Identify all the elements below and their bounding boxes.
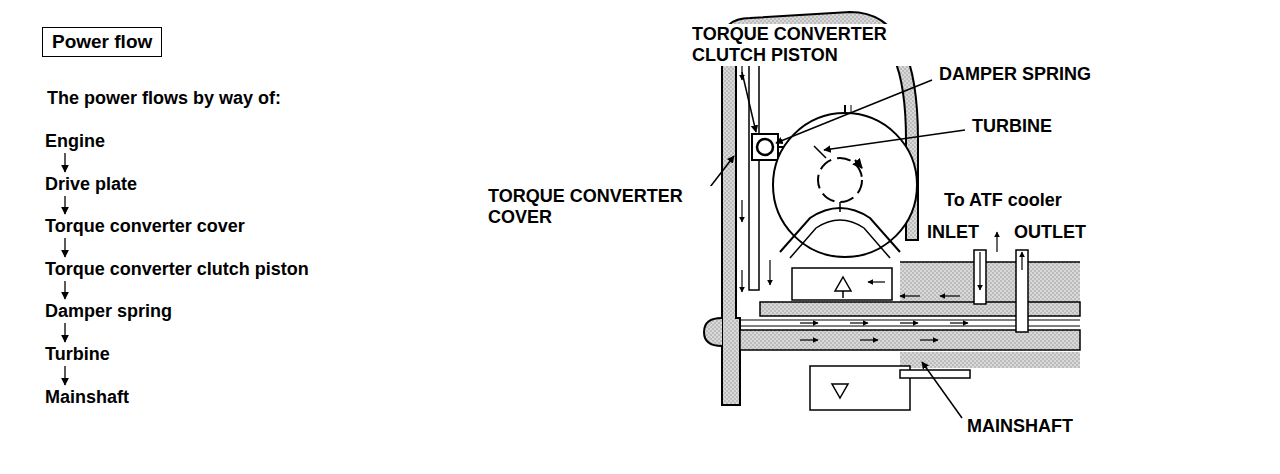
- atf-pipes-part: [1021, 252, 1022, 270]
- flow-arrow: [64, 153, 65, 172]
- flow-step: Torque converter cover: [45, 215, 245, 237]
- leader-lines: [700, 72, 965, 418]
- leader-lines-part: [776, 80, 932, 143]
- stator-hub-part: [842, 291, 844, 298]
- atf-flow-arrows-part: [868, 281, 885, 282]
- shafts-part: [760, 302, 1080, 316]
- step-text: Torque converter cover: [45, 215, 245, 237]
- atf-flow-arrows-part: [800, 322, 818, 323]
- lower-parts-part: [832, 384, 848, 398]
- flow-arrow: [64, 281, 65, 299]
- leader-lines-part: [824, 130, 965, 150]
- part-label: OUTLET: [1012, 222, 1088, 243]
- atf-flow-arrows-part: [769, 260, 770, 285]
- flow-arrow: [64, 366, 65, 385]
- part-label: MAINSHAFT: [965, 416, 1075, 437]
- atf-flow-arrows-part: [860, 339, 878, 340]
- turbine-torus-part: [814, 146, 840, 212]
- flow-step: Damper spring: [45, 300, 172, 322]
- atf-pipes-part: [979, 252, 980, 290]
- atf-pipes-part: [1016, 250, 1028, 332]
- clutch-piston-part: [749, 40, 759, 290]
- atf-flow-arrows-part: [950, 322, 968, 323]
- atf-flow-arrows-part: [920, 339, 938, 340]
- leader-lines-part: [922, 362, 962, 418]
- atf-pipes-part: [974, 250, 986, 304]
- flow-arrow: [64, 323, 65, 342]
- clutch-piston-part: [757, 139, 773, 155]
- atf-flow-arrows-part: [741, 270, 742, 292]
- step-text: Drive plate: [45, 173, 137, 195]
- atf-pipes: [974, 232, 1028, 332]
- part-label: TORQUE CONVERTER COVER: [486, 186, 715, 228]
- flow-arrow: [64, 196, 65, 214]
- flow-arrow: [64, 238, 65, 257]
- atf-flow-arrows-part: [850, 322, 868, 323]
- turbine-torus-part: [818, 158, 862, 202]
- flow-step: Torque converter clutch piston: [45, 258, 309, 280]
- flow-step: Turbine: [45, 343, 110, 365]
- stator-hub: [792, 268, 892, 300]
- turbine-torus-part: [773, 113, 917, 257]
- atf-flow-arrows-part: [900, 322, 918, 323]
- turbine-torus-part: [855, 160, 862, 168]
- stator-hub-part: [835, 277, 851, 291]
- atf-pipes-part: [996, 232, 997, 252]
- step-text: Mainshaft: [45, 386, 129, 408]
- step-text: Torque converter clutch piston: [45, 258, 309, 280]
- turbine-torus-part: [790, 220, 890, 258]
- shafts-part: [740, 320, 1080, 326]
- boxed-title: Power flow: [42, 27, 162, 57]
- step-text: Engine: [45, 130, 105, 152]
- flow-step: Engine: [45, 130, 105, 152]
- part-label: TORQUE CONVERTER CLUTCH PISTON: [690, 24, 934, 66]
- atf-flow-arrows-part: [741, 200, 742, 222]
- flow-step: Drive plate: [45, 173, 137, 195]
- flow-step: Mainshaft: [45, 386, 129, 408]
- stator-hub-part: [792, 268, 892, 300]
- step-text: Turbine: [45, 343, 110, 365]
- transmission-case-part: [900, 262, 1080, 304]
- part-label: INLET: [925, 222, 981, 243]
- part-label: DAMPER SPRING: [937, 64, 1093, 85]
- atf-flow-arrows-part: [900, 295, 920, 296]
- lower-parts-part: [810, 366, 910, 410]
- step-text: Damper spring: [45, 300, 172, 322]
- clutch-piston-part: [752, 134, 778, 160]
- turbine-torus-part: [780, 208, 900, 252]
- atf-flow-arrows-part: [940, 295, 960, 296]
- transmission-case-part: [900, 261, 1080, 263]
- part-label: To ATF cooler: [942, 190, 1064, 211]
- intro-text: The power flows by way of:: [45, 88, 283, 109]
- leader-lines-part: [742, 72, 756, 132]
- shafts-part: [740, 330, 1080, 350]
- atf-flow-arrows: [742, 60, 968, 340]
- atf-flow-arrows-part: [800, 339, 818, 340]
- transmission-case-part: [900, 352, 1080, 368]
- part-label: TURBINE: [970, 116, 1054, 137]
- converter-cover-part: [704, 318, 722, 346]
- clutch-piston: [749, 40, 778, 290]
- shafts: [740, 302, 1080, 350]
- lower-parts: [810, 366, 970, 410]
- lower-parts-part: [900, 370, 970, 378]
